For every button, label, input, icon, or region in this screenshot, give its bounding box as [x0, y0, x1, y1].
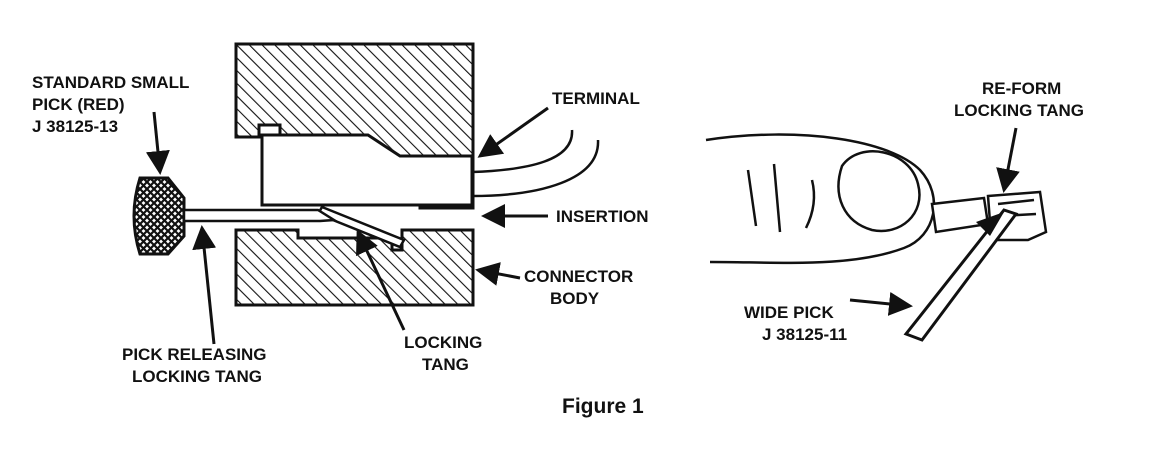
terminal-body: [260, 133, 474, 207]
reform-label-line2: LOCKING TANG: [954, 101, 1085, 120]
wide-pick-label-line1: WIDE PICK: [744, 303, 834, 322]
reform-locking-tang-label: RE-FORM LOCKING TANG: [954, 78, 1084, 122]
pick-releasing-label-line2: LOCKING TANG: [132, 367, 263, 386]
standard-pick-label-line2: PICK (RED): [32, 95, 125, 114]
standard-small-pick: [132, 176, 338, 256]
standard-pick-label-line3: J 38125-13: [32, 117, 119, 136]
wide-pick-label: WIDE PICK J 38125-11: [744, 302, 847, 346]
terminal-wires: [471, 129, 600, 198]
standard-pick-label: STANDARD SMALL PICK (RED) J 38125-13: [32, 72, 189, 138]
terminal-label: TERMINAL: [552, 89, 640, 108]
finger: [705, 133, 936, 265]
insertion-label: INSERTION: [556, 207, 649, 226]
leader-arrows-left: [145, 106, 549, 345]
locking-tang-label: LOCKING TANG: [404, 332, 482, 376]
locking-tang-label-line1: LOCKING: [404, 333, 483, 352]
locking-tang-label-line2: TANG: [422, 355, 469, 374]
wide-pick: [903, 208, 1019, 342]
standard-pick-label-line1: STANDARD SMALL: [32, 73, 190, 92]
connector-body-label: CONNECTOR BODY: [524, 266, 633, 310]
connector-body-label-line2: BODY: [550, 289, 600, 308]
pick-releasing-label: PICK RELEASING LOCKING TANG: [122, 344, 267, 388]
leader-arrows-right: [849, 127, 1020, 316]
connector-body-lower: [234, 228, 475, 307]
connector-body-label-line1: CONNECTOR: [524, 267, 634, 286]
figure-caption: Figure 1: [562, 395, 644, 418]
pick-releasing-label-line1: PICK RELEASING: [122, 345, 267, 364]
reform-label-line1: RE-FORM: [982, 79, 1062, 98]
wide-pick-label-line2: J 38125-11: [762, 325, 848, 344]
